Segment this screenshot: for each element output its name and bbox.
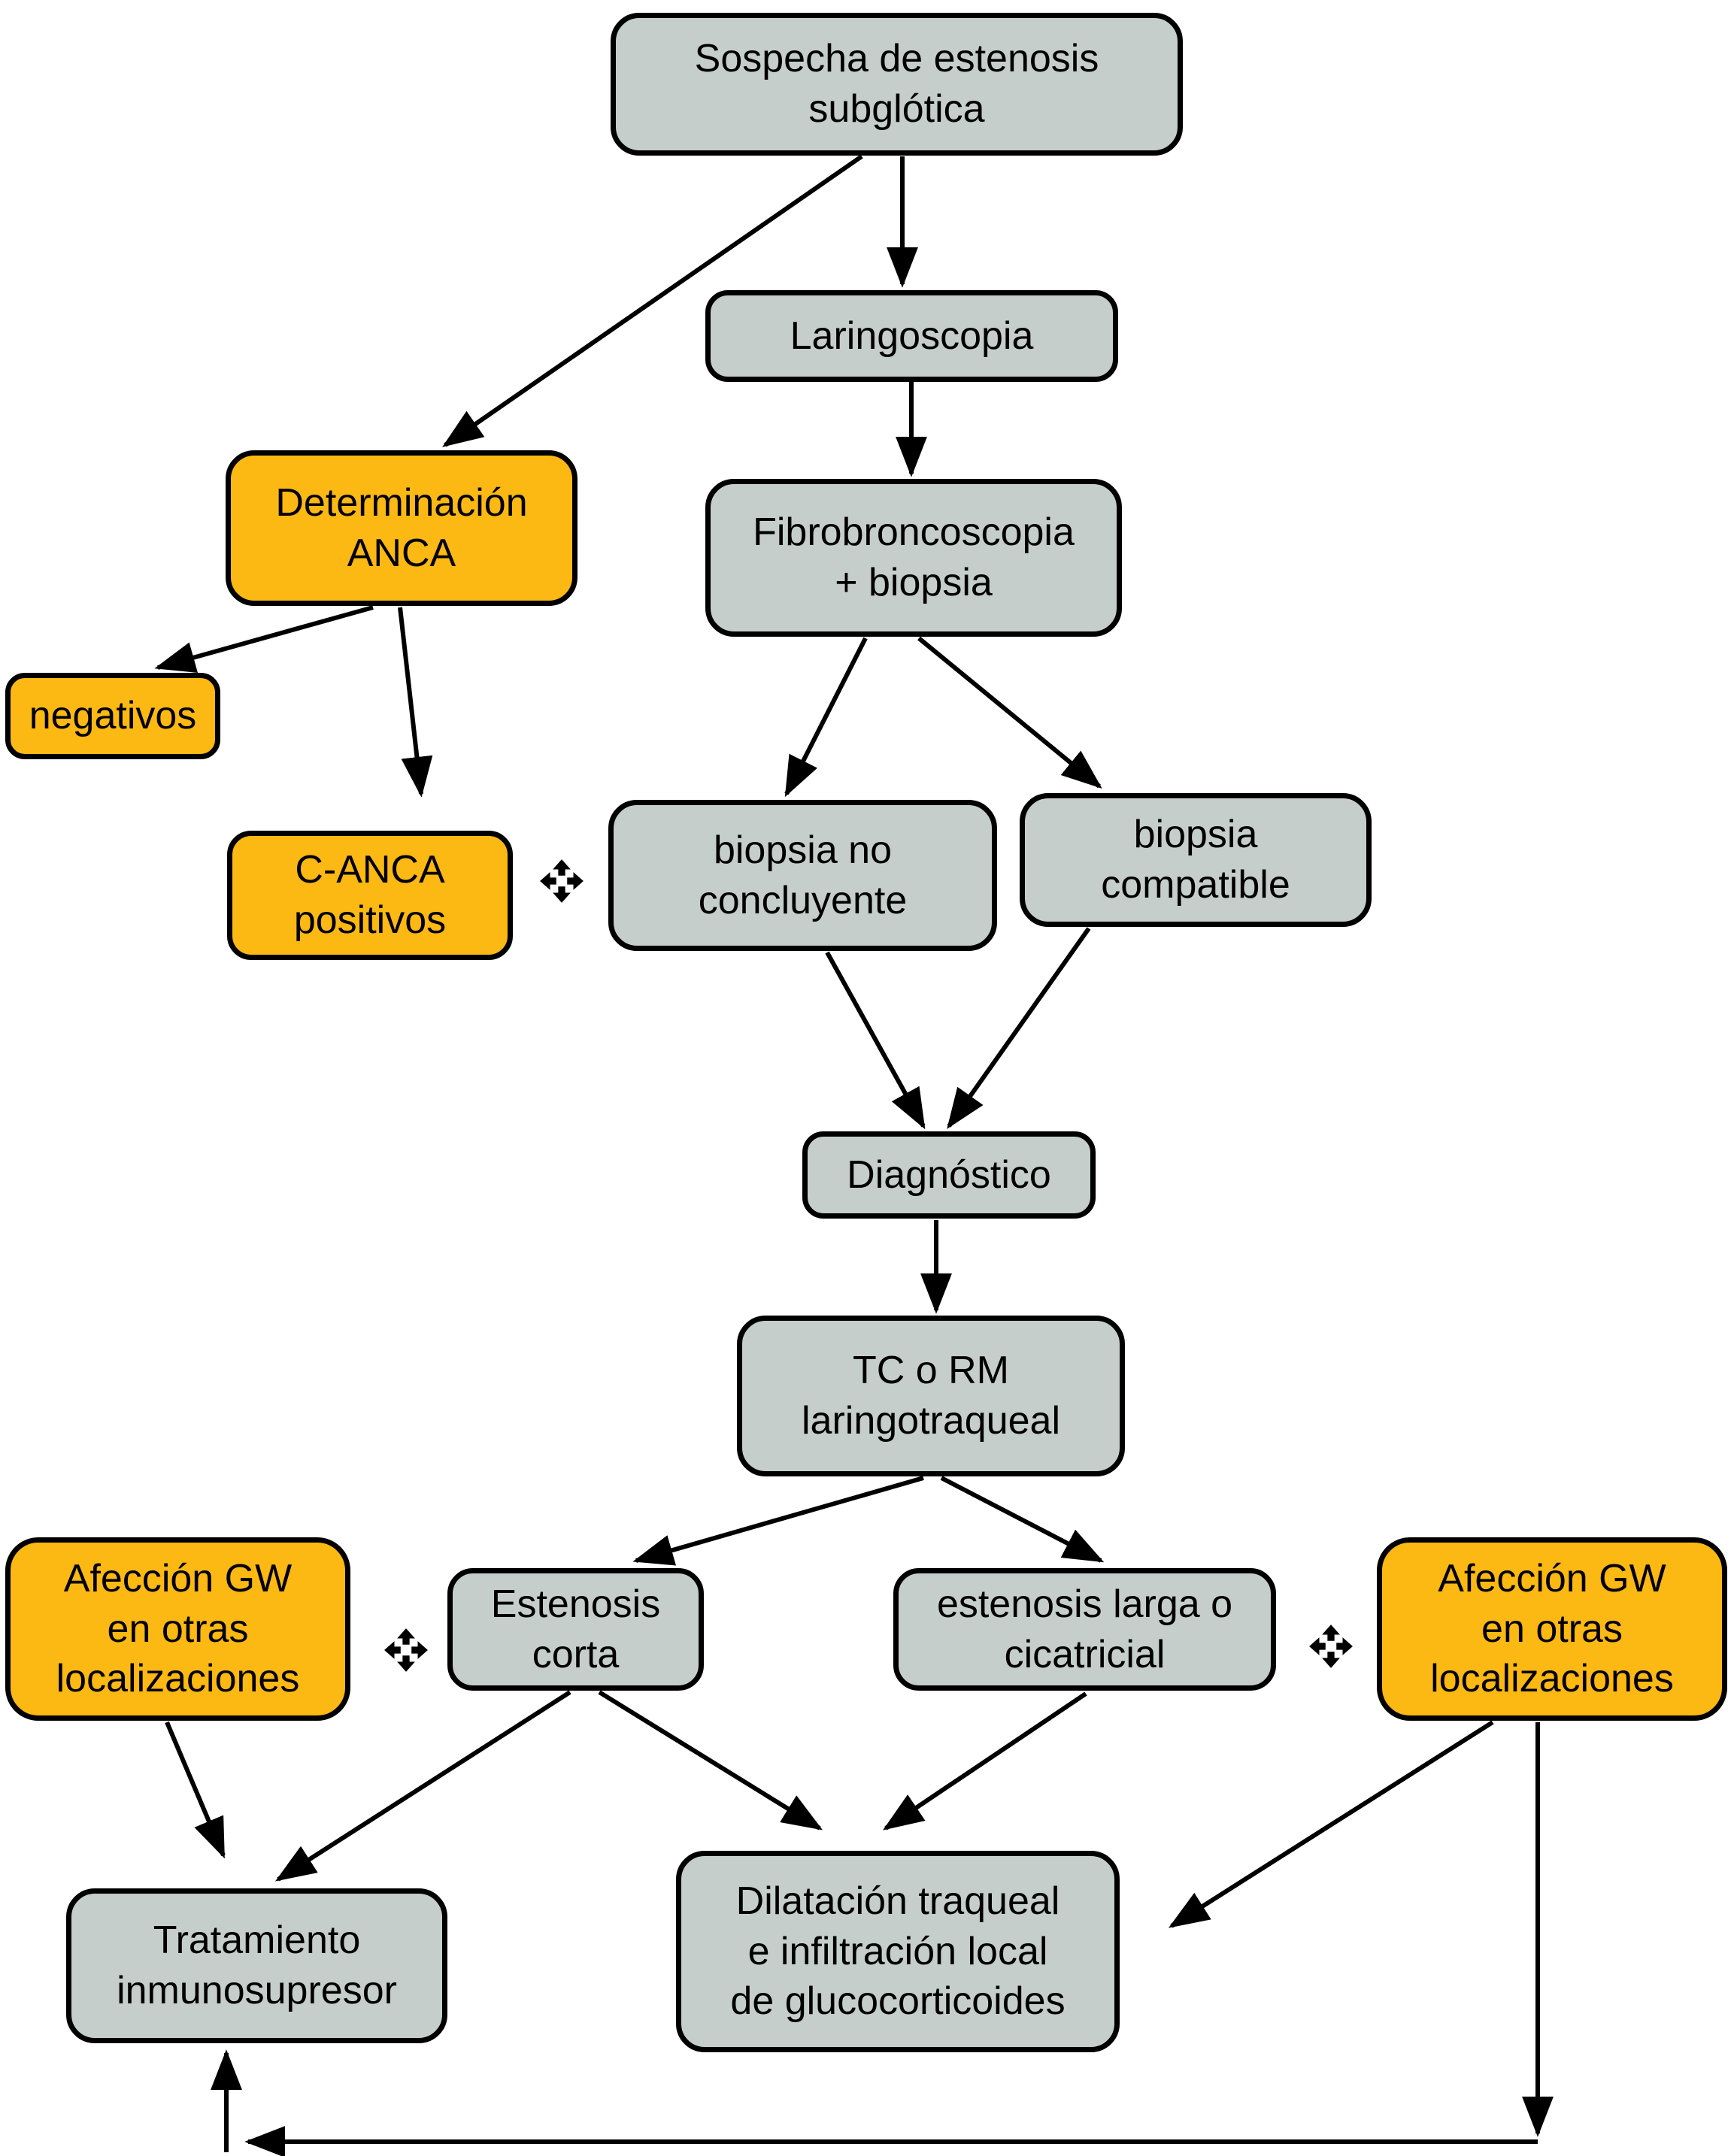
arrow-tc-rm-to-est-larga <box>940 1476 1105 1563</box>
node-label: Dilatación traqueal e infiltración local… <box>730 1879 1066 2024</box>
node-label: estenosis larga o cicatricial <box>936 1582 1233 1676</box>
node-label: Diagnóstico <box>847 1152 1051 1197</box>
node-c-anca-positivos: C-ANCA positivos <box>227 831 513 960</box>
node-laringoscopia: Laringoscopia <box>705 290 1118 382</box>
arrow-est-corta-to-dilatacion <box>598 1690 823 1830</box>
node-label: Laringoscopia <box>790 313 1034 358</box>
node-determinacion-anca: Determinación ANCA <box>226 450 577 606</box>
four-way-arrow-icon <box>540 859 584 903</box>
node-afeccion-gw-right: Afección GW en otras localizaciones <box>1377 1537 1727 1721</box>
arrow-gw-right-to-dilatacion <box>1168 1720 1494 1928</box>
arrow-det-anca-to-c-anca <box>398 607 433 798</box>
node-tratamiento-inmunosupresor: Tratamiento inmunosupresor <box>66 1888 447 2043</box>
node-biopsia-no-concluyente: biopsia no concluyente <box>608 800 997 951</box>
arrow-fibro-to-biopsia-comp <box>917 636 1102 789</box>
node-label: biopsia no concluyente <box>698 828 908 922</box>
node-label: Fibrobroncoscopia + biopsia <box>753 510 1075 604</box>
arrow-est-larga-to-dilatacion <box>883 1691 1087 1830</box>
four-way-arrow-icon <box>384 1628 428 1672</box>
arrow-tc-rm-to-est-corta <box>632 1476 924 1566</box>
node-label: Determinación ANCA <box>275 480 528 575</box>
node-label: Afección GW en otras localizaciones <box>56 1557 300 1701</box>
arrow-biopsia-no-to-diagnostico <box>825 951 926 1130</box>
node-label: C-ANCA positivos <box>293 848 447 942</box>
arrow-biopsia-comp-to-diagnostico <box>947 927 1091 1129</box>
node-biopsia-compatible: biopsia compatible <box>1020 793 1372 927</box>
node-estenosis-corta: Estenosis corta <box>447 1568 704 1691</box>
node-tc-rm-laringotraqueal: TC o RM laringotraqueal <box>737 1316 1125 1476</box>
arrow-fibro-to-biopsia-no <box>784 637 868 798</box>
four-way-arrow-icon <box>1309 1625 1353 1668</box>
node-fibrobroncoscopia: Fibrobroncoscopia + biopsia <box>705 479 1122 637</box>
node-label: biopsia compatible <box>1101 813 1290 907</box>
node-label: Tratamiento inmunosupresor <box>117 1918 397 2012</box>
node-label: Estenosis corta <box>490 1582 661 1676</box>
node-diagnostico: Diagnóstico <box>802 1131 1096 1219</box>
node-anca-negativos: negativos <box>5 673 220 759</box>
node-label: Sospecha de estenosis subglótica <box>694 37 1099 131</box>
node-sospecha-estenosis: Sospecha de estenosis subglótica <box>611 13 1183 156</box>
arrow-gw-left-to-tratamiento <box>165 1721 226 1859</box>
node-afeccion-gw-left: Afección GW en otras localizaciones <box>5 1537 350 1721</box>
node-label: negativos <box>29 694 197 738</box>
node-label: TC o RM laringotraqueal <box>801 1349 1061 1443</box>
arrow-det-anca-to-negativos <box>154 605 374 673</box>
node-label: Afección GW en otras localizaciones <box>1430 1557 1674 1701</box>
node-estenosis-larga: estenosis larga o cicatricial <box>893 1568 1276 1691</box>
node-dilatacion-traqueal: Dilatación traqueal e infiltración local… <box>676 1851 1120 2052</box>
